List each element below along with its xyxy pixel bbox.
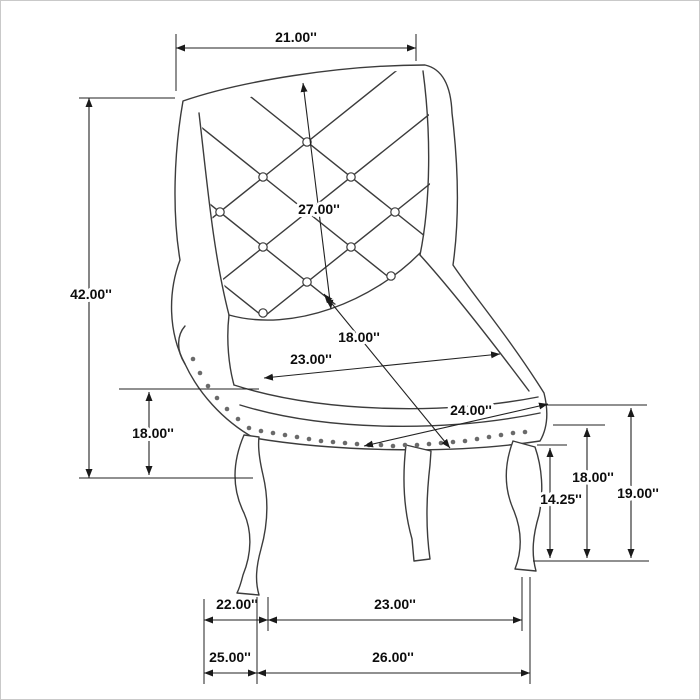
dim-base-width: 26.00'' — [257, 577, 531, 684]
dim-seat-to-floor-label: 18.00'' — [572, 469, 614, 485]
dim-leg-height: 14.25'' — [537, 444, 585, 558]
dim-seat-width: 23.00'' — [263, 348, 501, 381]
dim-top-width-label: 21.00'' — [275, 29, 317, 45]
dim-back-height: 27.00'' — [295, 82, 343, 310]
dim-seat-depth-label: 18.00'' — [338, 329, 380, 345]
dim-seat-height: 18.00'' — [119, 388, 259, 475]
dim-base-width-label: 26.00'' — [372, 649, 414, 665]
dim-leg-height-label: 14.25'' — [540, 491, 582, 507]
dim-leg-span-front: 23.00'' — [268, 577, 523, 631]
dim-base-depth-label: 25.00'' — [209, 649, 251, 665]
front-right-leg — [505, 440, 543, 572]
dim-leg-span-front-label: 23.00'' — [374, 596, 416, 612]
back-panel-left-edge — [198, 112, 230, 316]
right-arm-seam — [419, 254, 530, 392]
dim-base-depth: 25.00'' — [204, 597, 258, 684]
dimension-annotations: 21.00'' 42.00'' 27.00'' 18.00'' 23.00'' … — [67, 26, 662, 684]
left-arm-scroll — [177, 325, 186, 365]
dim-front-width: 24.00'' — [363, 399, 549, 448]
dim-front-width-label: 24.00'' — [450, 402, 492, 418]
dim-top-width: 21.00'' — [175, 26, 417, 91]
front-left-leg — [234, 434, 268, 596]
dim-overall-height-label: 42.00'' — [70, 286, 112, 302]
chair-silhouette — [170, 64, 548, 451]
dim-arm-to-floor: 19.00'' — [533, 404, 662, 562]
dim-arm-to-floor-label: 19.00'' — [617, 485, 659, 501]
chair-illustration — [170, 64, 548, 596]
dim-leg-span-side-label: 22.00'' — [216, 596, 258, 612]
nailhead-trim-arm — [190, 356, 252, 431]
dim-seat-height-label: 18.00'' — [132, 425, 174, 441]
rear-left-leg — [403, 444, 432, 562]
seat-cushion-left-edge — [227, 314, 235, 386]
dim-seat-to-floor: 18.00'' — [553, 424, 617, 558]
dim-overall-height: 42.00'' — [67, 97, 253, 479]
dim-back-height-label: 27.00'' — [298, 201, 340, 217]
dim-seat-width-label: 23.00'' — [290, 351, 332, 367]
dim-leg-span-side: 22.00'' — [203, 593, 269, 684]
